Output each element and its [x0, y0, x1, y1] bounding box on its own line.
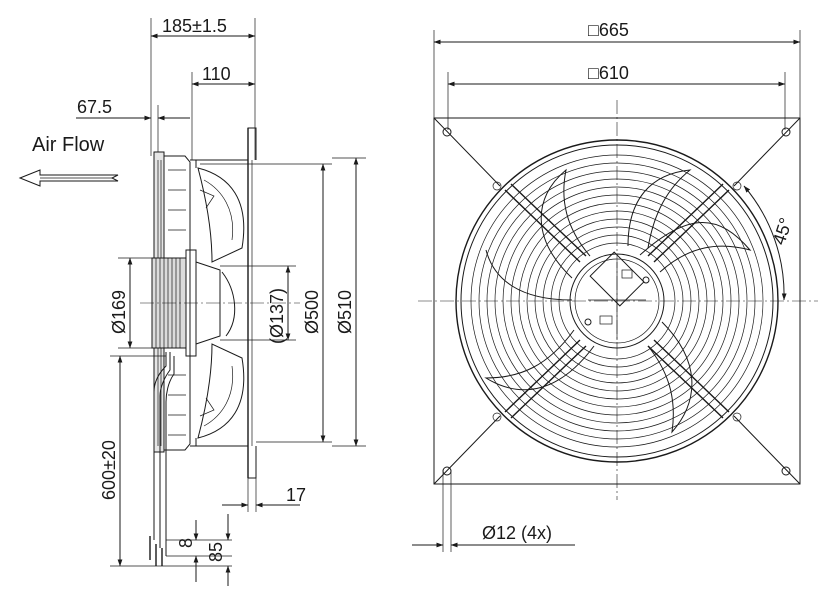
dim-diameter-inner-label: Ø500	[302, 290, 322, 334]
dim-frame-outer-label: □665	[588, 20, 629, 40]
dim-cable-strip-label: 8	[176, 538, 196, 548]
guard-struts	[504, 183, 730, 419]
dim-cable-length-label: 600±20	[99, 440, 119, 500]
dim-depth-total-label: 185±1.5	[162, 16, 227, 36]
air-flow-arrow	[18, 169, 119, 187]
dim-depth-total	[150, 18, 256, 160]
blades-side	[197, 167, 245, 439]
dim-cable-end-label: 85	[206, 542, 226, 562]
dim-diameter-hub-label: Ø169	[109, 290, 129, 334]
dim-frame-outer	[433, 30, 801, 120]
dim-diameter-outer-label: Ø510	[335, 290, 355, 334]
dim-hole-spec-label: Ø12 (4x)	[482, 523, 552, 543]
mounting-plate-side	[190, 127, 257, 479]
side-view: Air Flow 185±1.5 110 67.5	[18, 16, 366, 586]
dim-cable-ends	[166, 514, 232, 586]
dim-diameter-rotor	[220, 265, 296, 341]
dim-plate-thickness-label: 17	[286, 485, 306, 505]
dim-frame-holes	[447, 72, 786, 130]
dim-diameter-inner	[200, 163, 332, 443]
dim-depth-front-label: 67.5	[77, 97, 112, 117]
dim-frame-holes-label: □610	[588, 63, 629, 83]
plate-corner-webs	[433, 117, 801, 485]
dim-diameter-rotor-label: (Ø137)	[267, 288, 287, 344]
dim-cable-length	[110, 355, 166, 567]
dim-depth-guard	[191, 72, 256, 160]
dim-depth-front	[76, 105, 190, 156]
dim-plate-thickness	[222, 478, 300, 512]
cables	[149, 352, 175, 566]
dim-diameter-hub	[118, 257, 152, 349]
dim-hole-spec	[412, 470, 575, 552]
dim-angle-label: 45°	[769, 215, 796, 247]
air-flow-label: Air Flow	[32, 134, 105, 156]
front-view: □665 □610	[412, 20, 818, 552]
dim-depth-guard-label: 110	[202, 64, 231, 84]
dim-diameter-outer	[332, 157, 366, 447]
dim-angle	[743, 185, 787, 301]
